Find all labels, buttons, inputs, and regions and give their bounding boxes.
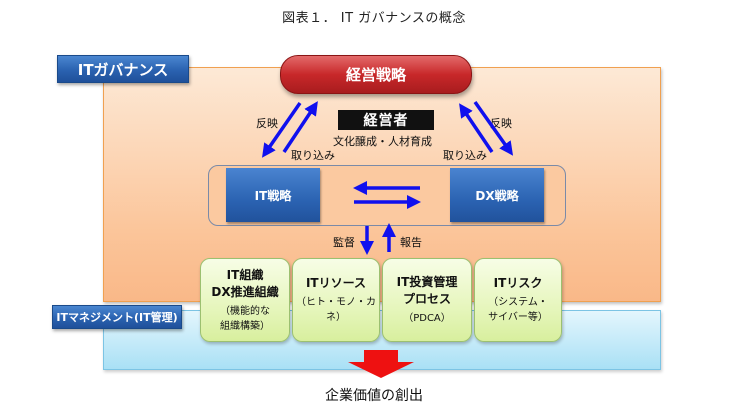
card-subtitle: （機能的な 組織構築）	[220, 304, 270, 334]
left-reflect-arrow	[262, 102, 302, 158]
card-title-line: IT投資管理	[396, 275, 458, 289]
card-subtitle-line: （システム・	[488, 297, 548, 308]
outcome-text: 企業価値の創出	[325, 388, 423, 404]
it-governance-label: ITガバナンス	[57, 55, 189, 83]
card-title-line: プロセス	[402, 292, 451, 306]
card-it-investment: IT投資管理 プロセス （PDCA）	[382, 258, 472, 342]
card-subtitle: （PDCA）	[403, 311, 451, 326]
diagram-title: 図表１． IT ガバナンスの概念	[282, 11, 466, 26]
right-reflect-label: 反映	[490, 117, 512, 130]
executive-role-text: 文化醸成・人材育成	[333, 135, 432, 148]
left-adopt-arrow	[282, 101, 318, 153]
card-subtitle-line: 組織構築）	[220, 320, 270, 332]
right-adopt-label: 取り込み	[443, 149, 487, 162]
management-strategy-pill: 経営戦略	[280, 55, 472, 94]
card-title-line: ITリスク	[493, 276, 543, 290]
card-subtitle-line: （機能的な	[220, 305, 270, 317]
left-adopt-label: 取り込み	[291, 149, 335, 162]
card-subtitle-line: （PDCA）	[403, 313, 451, 324]
card-subtitle-line: （ヒト・モノ・カネ）	[296, 297, 376, 323]
outcome-arrow	[348, 350, 414, 378]
card-it-resources: ITリソース （ヒト・モノ・カネ）	[292, 258, 380, 342]
card-title-line: DX推進組織	[211, 284, 279, 299]
report-label: 報告	[400, 236, 422, 249]
it-management-label: ITマネジメント(IT管理)	[52, 305, 182, 329]
it-strategy-box: IT戦略	[226, 168, 320, 222]
card-it-organization: IT組織 DX推進組織 （機能的な 組織構築）	[200, 258, 290, 342]
card-it-risk: ITリスク （システム・ サイバー等）	[474, 258, 562, 342]
right-reflect-arrow	[473, 100, 514, 156]
dx-strategy-box: DX戦略	[450, 168, 544, 222]
card-title-line: ITリソース	[305, 276, 367, 290]
right-adopt-arrow	[459, 103, 494, 153]
card-title-line: IT組織	[226, 267, 264, 282]
left-reflect-label: 反映	[256, 117, 278, 130]
card-subtitle: （システム・ サイバー等）	[488, 295, 548, 325]
executive-label: 経営者	[338, 110, 434, 130]
card-subtitle: （ヒト・モノ・カネ）	[293, 295, 379, 325]
oversight-label: 監督	[333, 236, 355, 249]
card-subtitle-line: サイバー等）	[488, 312, 548, 323]
